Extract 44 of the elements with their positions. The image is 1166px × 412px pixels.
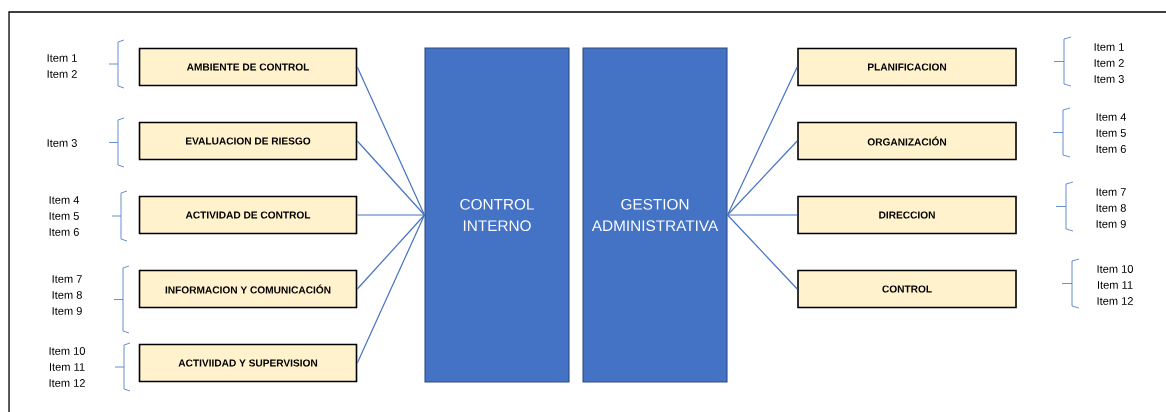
- item-label: Item 1: [47, 54, 77, 62]
- connector-line: [726, 66, 798, 216]
- item-label: Item 10: [49, 347, 86, 355]
- item-label: Item 2: [1094, 59, 1124, 67]
- item-label: Item 4: [49, 196, 80, 204]
- connector-line: [356, 140, 426, 216]
- connector-line: [356, 214, 426, 364]
- item-label: Item 5: [1096, 129, 1126, 137]
- item-label: Item 6: [49, 228, 79, 236]
- item-label: Item 2: [47, 70, 77, 78]
- item-label: Item 11: [50, 363, 85, 371]
- connector-line: [726, 140, 798, 216]
- item-label: Item 8: [52, 291, 82, 299]
- connector-line: [726, 214, 798, 216]
- block: GESTION ADMINISTRATIVA: [582, 47, 728, 383]
- connector-line: [356, 66, 426, 216]
- label-box: CONTROL: [797, 269, 1017, 309]
- connector-line: [356, 214, 426, 216]
- item-label: Item 6: [1096, 145, 1126, 153]
- label-box: EVALUACION DE RIESGO: [138, 121, 358, 161]
- item-label: Item 5: [49, 212, 79, 220]
- label-box: ACTIVIIDAD Y SUPERVISION: [138, 343, 358, 383]
- item-label: Item 7: [1096, 188, 1126, 196]
- connector-line: [726, 214, 798, 290]
- item-label: Item 9: [1096, 220, 1126, 228]
- label-box: INFORMACION Y COMUNICACIÓN: [138, 269, 358, 309]
- block: CONTROL INTERNO: [424, 47, 570, 383]
- label-box: ORGANIZACIÓN: [797, 121, 1017, 161]
- item-label: Item 3: [1094, 75, 1124, 83]
- item-label: Item 12: [1097, 297, 1133, 305]
- label-box: AMBIENTE DE CONTROL: [138, 47, 358, 87]
- connector-line: [356, 214, 426, 290]
- item-label: Item 1: [1094, 43, 1124, 51]
- item-label: Item 10: [1097, 265, 1134, 273]
- item-label: Item 7: [52, 275, 82, 283]
- item-label: Item 8: [1096, 204, 1126, 212]
- label-box: ACTIVIDAD DE CONTROL: [138, 195, 358, 235]
- item-label: Item 3: [47, 139, 77, 147]
- item-label: Item 9: [52, 307, 82, 315]
- label-box: DIRECCION: [797, 195, 1017, 235]
- item-label: Item 4: [1096, 113, 1127, 121]
- item-label: Item 11: [1098, 281, 1133, 289]
- label-box: PLANIFICACION: [797, 47, 1017, 87]
- item-label: Item 12: [49, 379, 85, 387]
